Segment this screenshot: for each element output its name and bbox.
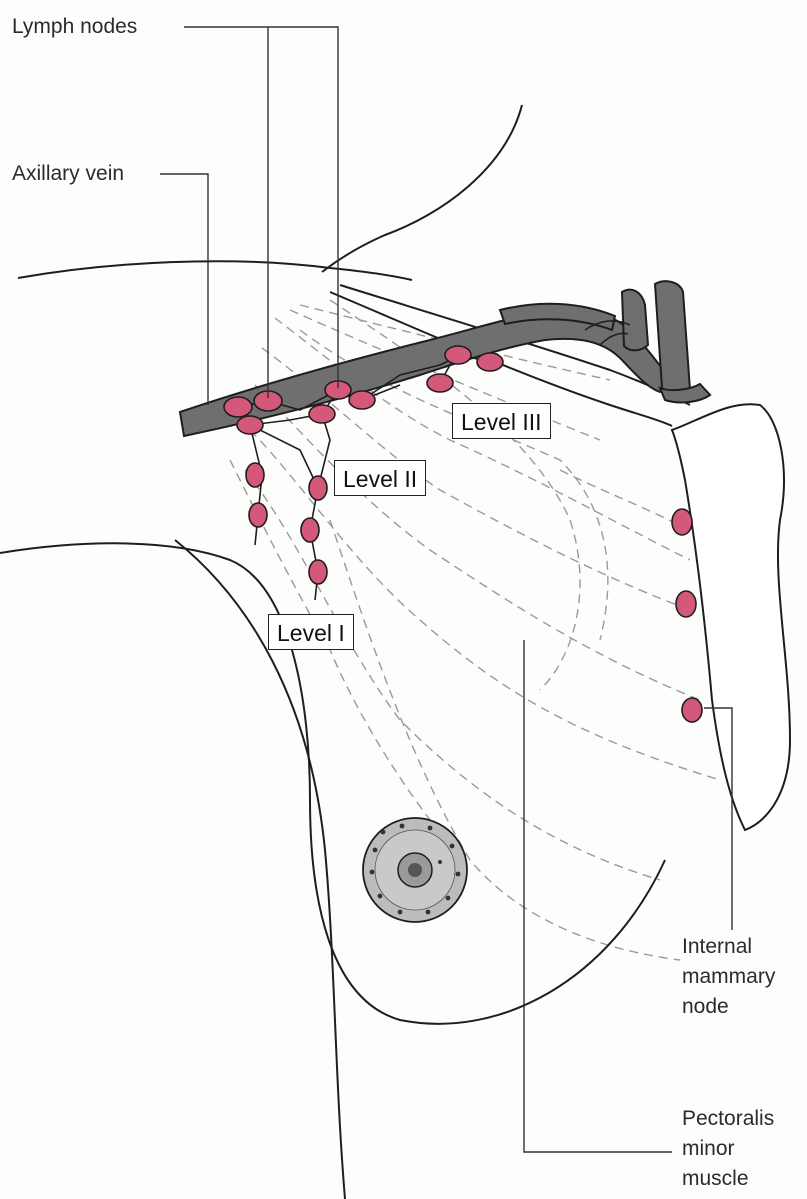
body-contours <box>0 105 790 1199</box>
label-line: Pectoralis <box>682 1104 774 1134</box>
shoulder-line <box>18 261 412 280</box>
leader-lines <box>160 27 732 1152</box>
label-line: muscle <box>682 1164 774 1194</box>
node <box>249 503 267 527</box>
internal-mammary-node <box>676 591 696 617</box>
node <box>309 476 327 500</box>
axillary-vein-label: Axillary vein <box>12 160 124 188</box>
internal-mammary-node <box>672 509 692 535</box>
node <box>445 346 471 364</box>
node <box>349 391 375 409</box>
node <box>427 374 453 392</box>
pectoralis-leader <box>524 640 672 1152</box>
level-2-box: Level II <box>334 460 426 496</box>
pectoralis-minor-muscle-label: Pectoralis minor muscle <box>682 1104 774 1194</box>
label-line: minor <box>682 1134 774 1164</box>
label-line: mammary <box>682 962 775 992</box>
level-3-box: Level III <box>452 403 551 439</box>
internal-mammary-node-label: Internal mammary node <box>682 932 775 1022</box>
node <box>224 397 252 417</box>
nipple-areola <box>363 818 467 922</box>
neck-outline <box>322 105 522 272</box>
node <box>246 463 264 487</box>
axillary-vein <box>180 281 710 436</box>
lymph-nodes-label: Lymph nodes <box>12 13 137 41</box>
node <box>237 416 263 434</box>
node <box>477 353 503 371</box>
axillary-vein-leader <box>160 174 208 405</box>
label-line: Internal <box>682 932 775 962</box>
node <box>309 560 327 584</box>
label-line: node <box>682 992 775 1022</box>
lymph-nodes-leader <box>184 27 338 388</box>
sternum-outline <box>672 404 790 830</box>
internal-mammary-node <box>682 698 702 722</box>
node <box>301 518 319 542</box>
level-1-box: Level I <box>268 614 354 650</box>
node <box>309 405 335 423</box>
